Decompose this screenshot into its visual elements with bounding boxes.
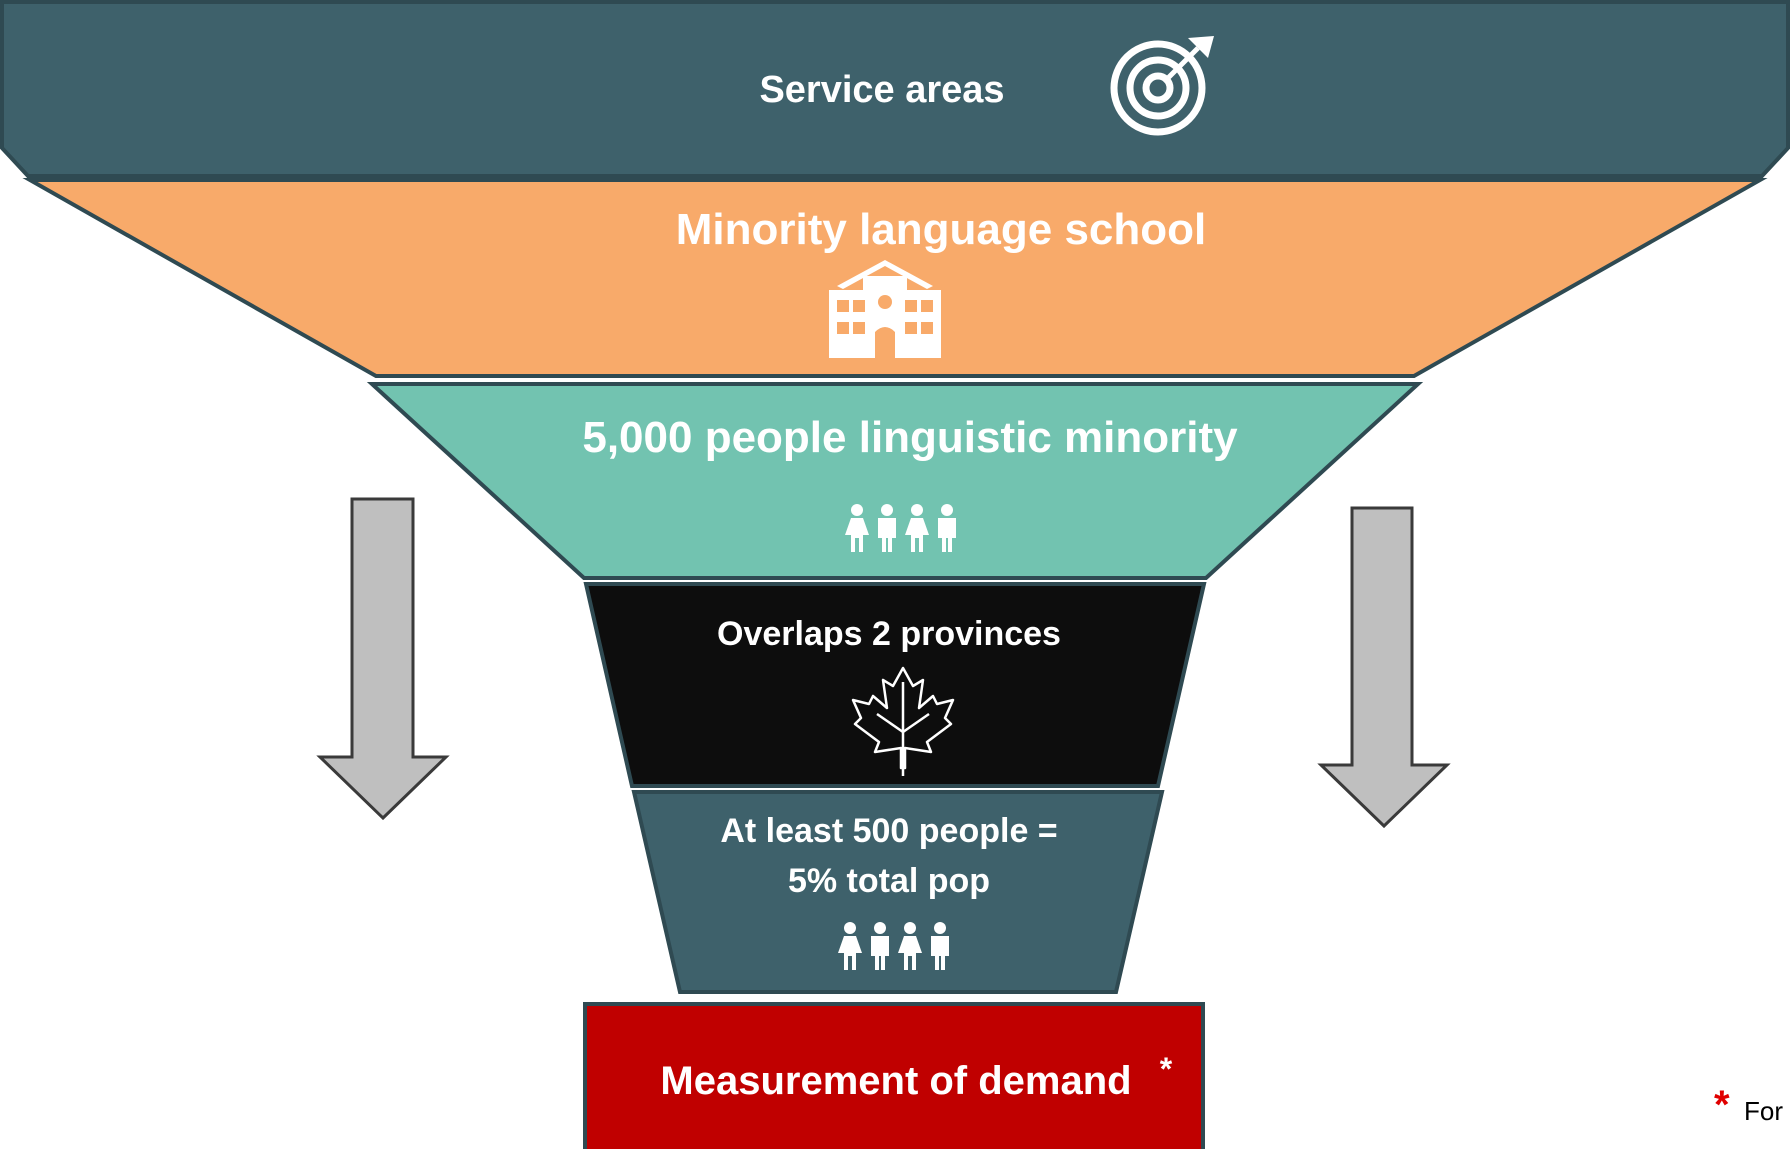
- tier-service-areas: [0, 0, 1790, 178]
- down-arrow-icon-right: [1317, 506, 1451, 829]
- tier-threshold-label-line1: At least 500 people =: [720, 812, 1057, 850]
- result-box: [583, 1002, 1205, 1149]
- tier-population-label: 5,000 people linguistic minority: [582, 413, 1238, 462]
- down-arrow-icon-left: [316, 497, 450, 821]
- footnote-asterisk: *: [1714, 1083, 1730, 1127]
- tier-population: [366, 382, 1424, 580]
- footnote-text: For: [1744, 1096, 1783, 1126]
- maple-leaf-icon: [851, 666, 955, 776]
- target-icon: [1110, 36, 1214, 136]
- tier-provinces-label: Overlaps 2 provinces: [717, 615, 1061, 653]
- school-icon: [829, 260, 941, 358]
- tier-threshold: [631, 790, 1165, 994]
- tier-threshold-label-line2: 5% total pop: [788, 862, 990, 900]
- result-asterisk: *: [1160, 1051, 1173, 1087]
- tier-service-areas-label: Service areas: [759, 69, 1004, 111]
- tier-provinces: [583, 582, 1207, 788]
- result-label: Measurement of demand: [660, 1059, 1131, 1103]
- tier-school-label: Minority language school: [676, 205, 1207, 254]
